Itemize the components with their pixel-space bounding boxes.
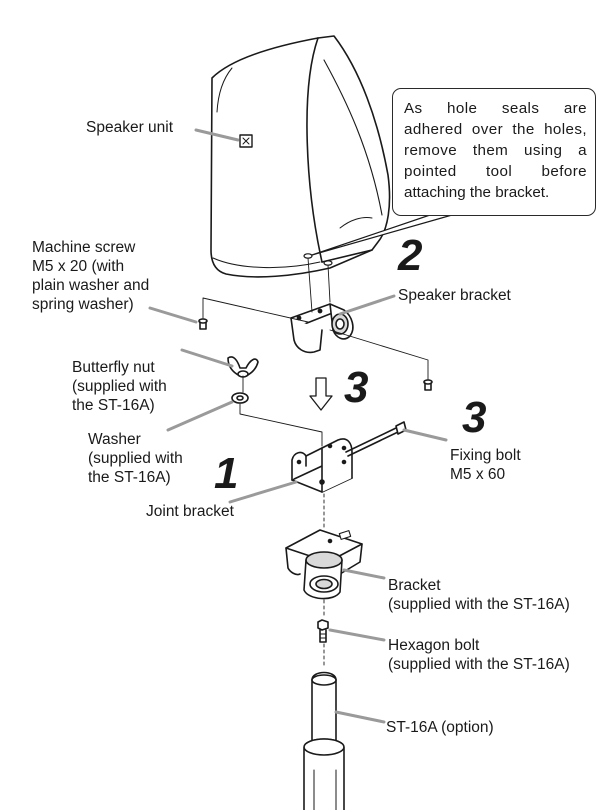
machine-screw-right	[423, 379, 433, 391]
callout-line: pointed tool before	[404, 163, 587, 180]
label-butterfly-nut: Butterfly nut (supplied with the ST-16A)	[72, 359, 167, 414]
step-number-speaker-bracket: 2	[398, 231, 423, 280]
label-st16a: ST-16A (option)	[386, 719, 494, 736]
label-fixing-bolt: Fixing bolt M5 x 60	[450, 447, 521, 483]
speaker-unit	[210, 35, 391, 278]
step-number-arrow: 3	[344, 363, 369, 412]
label-hexagon-bolt: Hexagon bolt (supplied with the ST-16A)	[388, 637, 570, 673]
label-machine-screw: Machine screw M5 x 20 (with plain washer…	[32, 239, 150, 313]
speaker-bracket	[290, 303, 354, 354]
washer	[231, 392, 249, 404]
joint-bracket	[291, 438, 353, 493]
step-number-fixing-bolt: 3	[462, 393, 487, 442]
down-arrow	[309, 377, 333, 411]
fixing-bolt	[345, 421, 407, 457]
label-joint-bracket: Joint bracket	[146, 503, 234, 520]
label-bracket: Bracket (supplied with the ST-16A)	[388, 577, 570, 613]
callout-line: attaching the bracket.	[404, 184, 550, 201]
hexagon-bolt	[317, 619, 329, 643]
label-speaker-unit: Speaker unit	[86, 119, 174, 136]
callout-line: As hole seals are	[404, 100, 587, 117]
machine-screw-left	[198, 318, 208, 330]
st16a-pole	[303, 671, 345, 810]
callout-pointer	[311, 214, 453, 256]
leader-lines	[148, 128, 448, 724]
assembly-lines	[202, 257, 429, 669]
callout-line: remove them using a	[404, 142, 587, 159]
callout-box: As hole seals are adhered over the holes…	[392, 88, 596, 216]
st16a-bracket	[285, 529, 363, 600]
step-number-joint-bracket: 1	[214, 449, 239, 498]
callout-line: adhered over the holes,	[404, 121, 587, 138]
butterfly-nut	[227, 356, 259, 378]
label-washer: Washer (supplied with the ST-16A)	[88, 431, 183, 486]
label-speaker-bracket: Speaker bracket	[398, 287, 511, 304]
